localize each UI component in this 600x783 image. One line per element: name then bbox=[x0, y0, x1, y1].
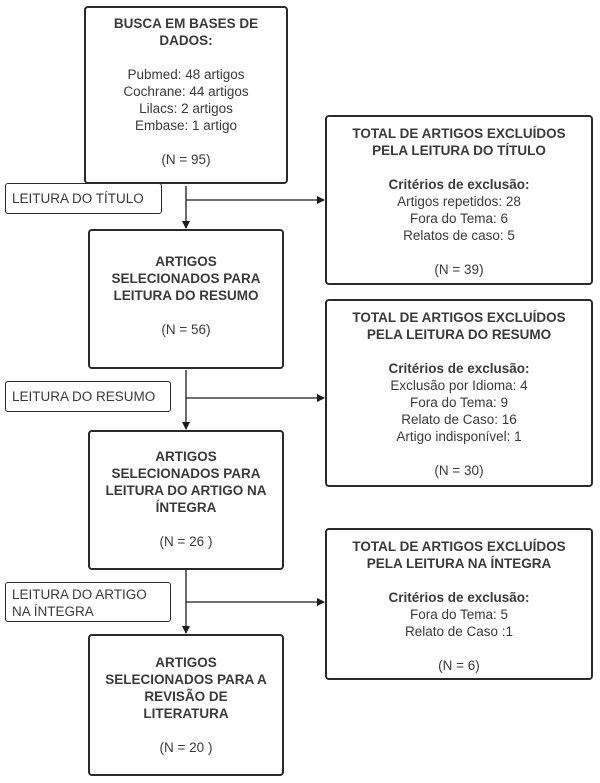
box-database-search: BUSCA EM BASES DE DADOS: Pubmed: 48 arti… bbox=[84, 6, 288, 184]
count: (N = 95) bbox=[161, 152, 211, 167]
source-line: Pubmed: 48 artigos bbox=[127, 67, 245, 82]
step-label-text: LEITURA DO RESUMO bbox=[12, 389, 156, 404]
step-label-text: LEITURA DO ARTIGO NA ÍNTEGRA bbox=[12, 587, 147, 619]
box-title: ARTIGOS SELECIONADOS PARA LEITURA DO ART… bbox=[105, 449, 267, 515]
box-excluded-by-title: TOTAL DE ARTIGOS EXCLUÍDOS PELA LEITURA … bbox=[325, 115, 593, 285]
criteria-line: Fora do Tema: 6 bbox=[409, 211, 509, 226]
criteria-label: Critérios de exclusão: bbox=[388, 177, 530, 192]
criteria-line: Exclusão por Idioma: 4 bbox=[390, 378, 528, 393]
box-title: ARTIGOS SELECIONADOS PARA LEITURA DO RES… bbox=[111, 254, 261, 303]
count: (N = 20 ) bbox=[159, 740, 213, 755]
criteria-line: Fora do Tema: 9 bbox=[409, 395, 509, 410]
criteria-line: Relatos de caso: 5 bbox=[403, 228, 515, 243]
box-excluded-by-fulltext: TOTAL DE ARTIGOS EXCLUÍDOS PELA LEITURA … bbox=[325, 528, 593, 680]
box-title: ARTIGOS SELECIONADOS PARA A REVISÃO DE L… bbox=[105, 655, 267, 721]
step-label-fulltext: LEITURA DO ARTIGO NA ÍNTEGRA bbox=[5, 582, 171, 622]
source-line: Lilacs: 2 artigos bbox=[139, 101, 233, 116]
criteria-label: Critérios de exclusão: bbox=[388, 361, 530, 376]
count: (N = 30) bbox=[434, 463, 484, 478]
criteria-line: Artigos repetidos: 28 bbox=[397, 194, 521, 209]
box-selected-for-review: ARTIGOS SELECIONADOS PARA A REVISÃO DE L… bbox=[88, 634, 284, 776]
criteria-line: Artigo indisponível: 1 bbox=[396, 429, 522, 444]
box-title: BUSCA EM BASES DE DADOS: bbox=[113, 16, 259, 48]
box-title: TOTAL DE ARTIGOS EXCLUÍDOS PELA LEITURA … bbox=[352, 310, 566, 342]
step-label-title: LEITURA DO TÍTULO bbox=[5, 183, 162, 214]
criteria-line: Relato de Caso: 16 bbox=[401, 412, 517, 427]
criteria-label: Critérios de exclusão: bbox=[388, 590, 530, 605]
count: (N = 6) bbox=[438, 658, 480, 673]
step-label-abstract: LEITURA DO RESUMO bbox=[5, 381, 171, 412]
criteria-line: Relato de Caso :1 bbox=[404, 624, 514, 639]
source-line: Cochrane: 44 artigos bbox=[123, 84, 249, 99]
box-title: TOTAL DE ARTIGOS EXCLUÍDOS PELA LEITURA … bbox=[352, 539, 566, 571]
count: (N = 26 ) bbox=[159, 534, 213, 549]
count: (N = 56) bbox=[161, 322, 211, 337]
box-selected-for-fulltext: ARTIGOS SELECIONADOS PARA LEITURA DO ART… bbox=[88, 430, 284, 570]
source-line: Embase: 1 artigo bbox=[134, 118, 238, 133]
step-label-text: LEITURA DO TÍTULO bbox=[12, 191, 144, 206]
box-excluded-by-abstract: TOTAL DE ARTIGOS EXCLUÍDOS PELA LEITURA … bbox=[325, 299, 593, 487]
box-selected-for-abstract: ARTIGOS SELECIONADOS PARA LEITURA DO RES… bbox=[88, 229, 284, 369]
criteria-line: Fora do Tema: 5 bbox=[409, 607, 509, 622]
box-title: TOTAL DE ARTIGOS EXCLUÍDOS PELA LEITURA … bbox=[352, 126, 566, 158]
count: (N = 39) bbox=[434, 262, 484, 277]
